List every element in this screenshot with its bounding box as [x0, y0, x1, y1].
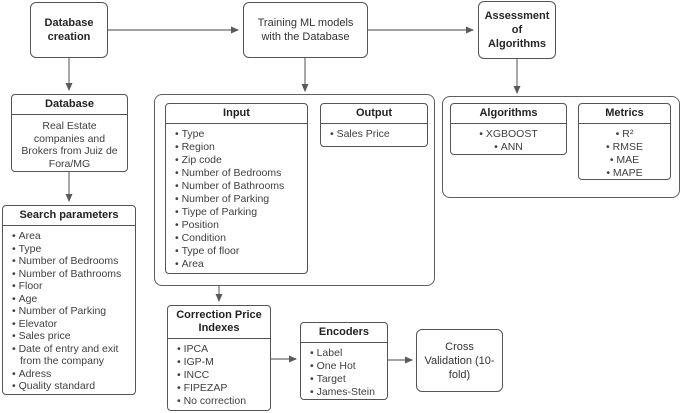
list-item: Area: [10, 230, 131, 243]
node-title: Database: [12, 95, 127, 115]
list-item: Number of Bathrooms: [173, 180, 303, 193]
list-item: Number of Parking: [10, 305, 131, 318]
list-item: Number of Bathrooms: [10, 268, 131, 281]
list-item: Tiype of Parking: [173, 206, 303, 219]
list-item: INCC: [175, 369, 266, 382]
node-correction-price-indexes: Correction Price Indexes IPCA IGP-M INCC…: [167, 305, 271, 411]
bullet-list: IPCA IGP-M INCC FIPEZAP No correction: [168, 339, 270, 412]
list-item: Adress: [10, 368, 131, 381]
list-item: R²: [583, 128, 666, 141]
list-item: Type: [10, 243, 131, 256]
bullet-list: XGBOOST ANN: [451, 124, 566, 158]
bullet-list: Label One Hot Target James-Stein: [301, 343, 387, 403]
node-title: Output: [321, 104, 427, 124]
node-algorithms: Algorithms XGBOOST ANN: [450, 103, 567, 155]
node-title: Search parameters: [3, 206, 135, 226]
node-body: Real Estate companies and Brokers from J…: [21, 120, 118, 170]
node-database: Database Real Estate companies and Broke…: [11, 94, 128, 172]
list-item: Position: [173, 219, 303, 232]
bullet-list: Sales Price: [321, 124, 427, 145]
list-item: Label: [308, 347, 383, 360]
list-item: Date of entry and exit from the company: [10, 343, 131, 368]
list-item: Floor: [10, 280, 131, 293]
list-item: IPCA: [175, 343, 266, 356]
list-item: XGBOOST: [455, 128, 562, 141]
node-search-parameters: Search parameters Area Type Number of Be…: [2, 205, 136, 395]
node-output: Output Sales Price: [320, 103, 428, 147]
list-item: Region: [173, 141, 303, 154]
list-item: Elevator: [10, 318, 131, 331]
list-item: Type: [173, 128, 303, 141]
node-metrics: Metrics R² RMSE MAE MAPE: [578, 103, 671, 180]
list-item: FIPEZAP: [175, 382, 266, 395]
node-title: Algorithms: [451, 104, 566, 124]
list-item: Sales price: [10, 330, 131, 343]
list-item: Number of Parking: [173, 193, 303, 206]
list-item: Area: [173, 258, 303, 271]
node-training-ml-models: Training ML models with the Database: [243, 2, 368, 58]
list-item: Sales Price: [328, 128, 423, 141]
node-assessment-of-algorithms: Assessment of Algorithms: [478, 1, 556, 59]
list-item: MAPE: [583, 167, 666, 180]
node-title: Encoders: [301, 323, 387, 343]
node-label: Cross Validation (10-fold): [424, 340, 495, 381]
list-item: MAE: [583, 154, 666, 167]
list-item: Condition: [173, 232, 303, 245]
node-title: Metrics: [579, 104, 670, 124]
node-title: Input: [166, 104, 307, 124]
bullet-list: Area Type Number of Bedrooms Number of B…: [3, 226, 135, 397]
node-title: Correction Price Indexes: [168, 306, 270, 339]
list-item: Age: [10, 293, 131, 306]
list-item: Target: [308, 373, 383, 386]
bullet-list: R² RMSE MAE MAPE: [579, 124, 670, 184]
node-cross-validation: Cross Validation (10-fold): [416, 329, 503, 392]
node-database-creation: Database creation: [30, 2, 108, 58]
node-label: Assessment of Algorithms: [484, 10, 550, 50]
list-item: Zip code: [173, 154, 303, 167]
node-encoders: Encoders Label One Hot Target James-Stei…: [300, 322, 388, 400]
list-item: RMSE: [583, 141, 666, 154]
list-item: No correction: [175, 395, 266, 408]
list-item: Type of floor: [173, 245, 303, 258]
list-item: Number of Bedrooms: [173, 167, 303, 180]
list-item: IGP-M: [175, 356, 266, 369]
list-item: Number of Bedrooms: [10, 255, 131, 268]
node-input: Input Type Region Zip code Number of Bed…: [165, 103, 308, 274]
node-label: Training ML models with the Database: [257, 17, 354, 43]
list-item: One Hot: [308, 360, 383, 373]
bullet-list: Type Region Zip code Number of Bedrooms …: [166, 124, 307, 275]
node-label: Database creation: [44, 17, 94, 43]
list-item: James-Stein: [308, 386, 383, 399]
list-item: ANN: [455, 141, 562, 154]
list-item: Quality standard: [10, 380, 131, 393]
